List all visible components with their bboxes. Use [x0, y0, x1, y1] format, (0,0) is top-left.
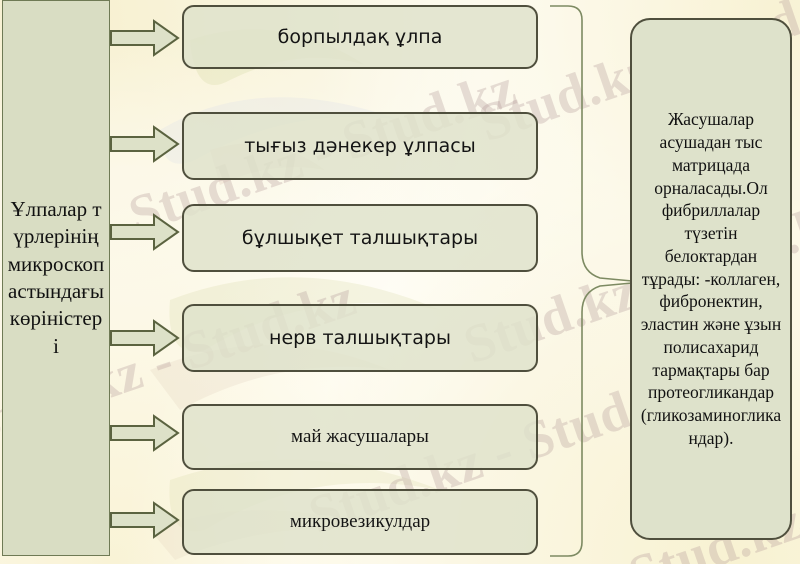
tissue-box-6-label: микровезикулдар [289, 511, 431, 532]
tissue-box-4-label: нерв талшықтары [269, 327, 451, 349]
brace-connector [548, 0, 638, 564]
arrow-2-icon [110, 124, 180, 164]
right-description-label: Жасушалар асушадан тыс матрицада орналас… [640, 109, 782, 448]
tissue-box-2-label: тығыз дәнекер ұлпасы [244, 135, 476, 157]
tissue-box-2[interactable]: тығыз дәнекер ұлпасы [182, 112, 538, 180]
right-description-box: Жасушалар асушадан тыс матрицада орналас… [630, 18, 792, 540]
tissue-box-1-label: борпылдақ ұлпа [277, 26, 443, 48]
arrow-5-icon [110, 413, 180, 453]
tissue-box-6[interactable]: микровезикулдар [182, 489, 538, 555]
tissue-box-3-label: бұлшықет талшықтары [241, 227, 479, 249]
tissue-box-5-label: май жасушалары [291, 426, 429, 447]
left-category-box: Ұлпалар түрлерінің микроскоп астындағы к… [2, 0, 110, 556]
left-category-label: Ұлпалар түрлерінің микроскоп астындағы к… [7, 197, 105, 358]
tissue-box-3[interactable]: бұлшықет талшықтары [182, 204, 538, 272]
arrow-6-icon [110, 500, 180, 540]
arrow-1-icon [110, 18, 180, 58]
tissue-box-4[interactable]: нерв талшықтары [182, 304, 538, 372]
tissue-box-1[interactable]: борпылдақ ұлпа [182, 5, 538, 69]
arrow-3-icon [110, 212, 180, 252]
arrow-4-icon [110, 318, 180, 358]
tissue-box-5[interactable]: май жасушалары [182, 404, 538, 470]
